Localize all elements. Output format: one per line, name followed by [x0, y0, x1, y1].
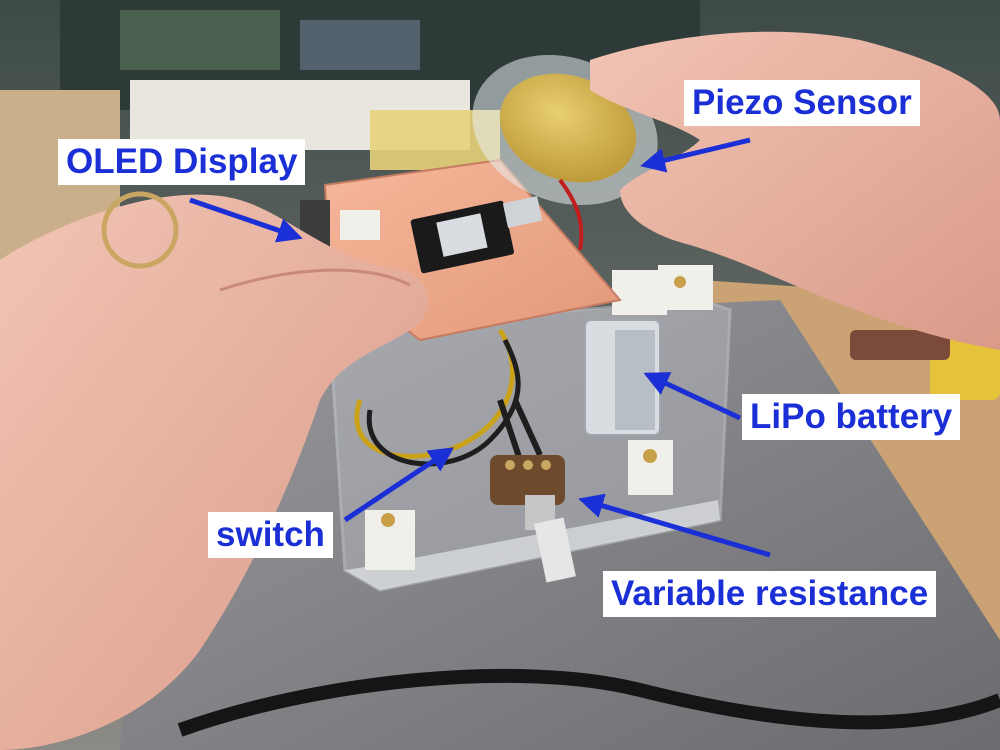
ring [101, 191, 179, 269]
potentiometer [490, 455, 576, 583]
label-oled-display: OLED Display [58, 139, 306, 185]
lipo-battery [584, 319, 661, 436]
yellow-wire [354, 328, 515, 459]
label-lipo-battery: LiPo battery [742, 394, 961, 440]
black-cable [177, 668, 1000, 737]
label-variable-resistance: Variable resistance [603, 571, 937, 617]
label-switch: switch [208, 512, 333, 558]
label-piezo-sensor: Piezo Sensor [684, 80, 920, 126]
left-hand [0, 194, 429, 750]
